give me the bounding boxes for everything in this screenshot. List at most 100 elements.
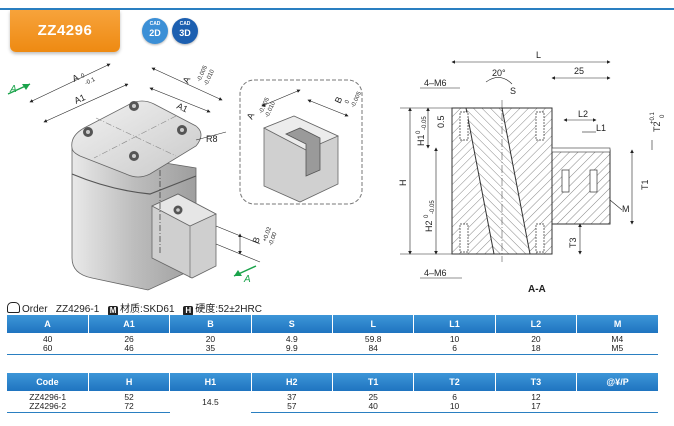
sec-dim-h2-upper: 0 — [424, 214, 430, 218]
sec-dim-h2: H2 — [424, 220, 434, 232]
col-h2: H2 — [250, 373, 333, 391]
cell: 6 — [413, 344, 496, 355]
cell: 12 — [531, 392, 541, 402]
cad-caption-3d: CAD — [179, 21, 191, 27]
sec-dim-h1-lower: -0.05 — [422, 116, 428, 130]
cell: 60 — [7, 344, 89, 355]
section-a-label-bottom: A — [243, 274, 251, 285]
cell: 57 — [251, 402, 333, 413]
sec-m6-bottom: 4–M6 — [424, 268, 447, 278]
cell: 18 — [495, 344, 577, 355]
dimension-table: A A1 B S L L1 L2 M 40 26 20 4.9 59.8 10 … — [7, 315, 658, 355]
col-t2: T2 — [413, 373, 496, 391]
dim-a-top-lower: -0.1 — [84, 77, 97, 87]
sec-dim-s: S — [510, 86, 516, 96]
sec-dim-t1: T1 — [640, 179, 650, 190]
technical-drawing: A 0 -0.1 A1 A1 A -0.005 -0.010 R8 B +0.0… — [7, 50, 666, 295]
cell: 72 — [88, 402, 170, 413]
table-header-row: A A1 B S L L1 L2 M — [7, 315, 658, 333]
cell: M5 — [576, 344, 658, 355]
table-row: 40 26 20 4.9 59.8 10 20 M4 — [7, 333, 658, 344]
cell: M4 — [611, 334, 624, 344]
section-title: A-A — [528, 284, 546, 295]
sec-dim-angle: 20° — [492, 68, 506, 78]
cell: 20 — [205, 334, 216, 344]
detail-dim-a: A — [245, 111, 257, 121]
col-l2: L2 — [494, 315, 577, 333]
hardness-text: 硬度:52±2HRC — [195, 304, 262, 315]
sec-dim-t2-upper: +0.1 — [650, 111, 656, 124]
header-rule — [0, 8, 674, 10]
cell: 84 — [332, 344, 414, 355]
price-cell — [577, 391, 658, 402]
col-b: B — [169, 315, 252, 333]
cad-3d-label: 3D — [179, 28, 191, 38]
col-a: A — [7, 315, 89, 333]
order-label: Order — [22, 304, 48, 315]
table-header-row: Code H H1 H2 T1 T2 T3 @¥/P — [7, 373, 658, 391]
cell: 9.9 — [251, 344, 333, 355]
sec-dim-t3: T3 — [568, 237, 578, 248]
cell: 10 — [449, 334, 460, 344]
dim-b-lower: -0.00 — [268, 231, 279, 247]
dim-a1-right: A1 — [175, 101, 189, 115]
product-code: ZZ4296 — [37, 22, 93, 39]
cell-h1-merged: 14.5 — [202, 397, 219, 408]
dim-r8: R8 — [206, 134, 218, 144]
cad-3d-button[interactable]: CAD 3D — [172, 18, 198, 44]
cad-caption: CAD — [149, 21, 161, 27]
cell: 25 — [368, 392, 378, 402]
cell: 35 — [169, 344, 252, 355]
cell: 40 — [332, 402, 414, 413]
sec-dim-h1-upper: 0 — [416, 130, 422, 134]
col-h1: H1 — [169, 373, 252, 391]
sec-dim-h1: H1 — [416, 134, 426, 146]
dim-b-upper: +0.02 — [262, 226, 273, 243]
sec-dim-l1: L1 — [596, 123, 606, 133]
dim-b: B — [250, 236, 261, 245]
sec-dim-m: M — [622, 204, 630, 214]
sec-dim-l: L — [536, 50, 541, 60]
cell: 4.9 — [285, 334, 298, 344]
code-cell[interactable]: ZZ4296-2 — [7, 402, 89, 413]
sec-dim-05: 0.5 — [436, 115, 446, 128]
section-a-label-top: A — [9, 84, 17, 95]
col-l: L — [331, 315, 414, 333]
section-arrow-icon — [7, 83, 257, 277]
cad-2d-button[interactable]: CAD 2D — [142, 18, 168, 44]
cell: 40 — [42, 334, 53, 344]
section-view: L 25 20° S 4–M6 4–M6 L2 L1 H H1 0 -0.05 … — [398, 50, 666, 295]
dim-a-top: A — [71, 72, 81, 84]
sec-dim-l2: L2 — [578, 109, 588, 119]
sec-dim-h: H — [398, 180, 408, 187]
material-text: 材质:SKD61 — [120, 304, 175, 315]
sec-m6-top: 4–M6 — [424, 78, 447, 88]
cell: 26 — [124, 334, 134, 344]
screw-hole-icon — [83, 101, 187, 161]
order-value: ZZ4296-1 — [55, 304, 100, 315]
col-t1: T1 — [331, 373, 414, 391]
detail-view: A -0.005 -0.010 B 0 -0.005 — [239, 79, 363, 205]
code-cell[interactable]: ZZ4296-1 — [29, 392, 67, 402]
col-t3: T3 — [494, 373, 577, 391]
cell: 46 — [88, 344, 170, 355]
phone-icon — [7, 302, 20, 313]
col-s: S — [250, 315, 333, 333]
col-code: Code — [7, 373, 89, 391]
product-code-tab: ZZ4296 — [10, 10, 120, 52]
col-h: H — [87, 373, 170, 391]
dim-a-right: A — [181, 75, 193, 85]
col-a1: A1 — [87, 315, 170, 333]
cad-2d-label: 2D — [149, 28, 161, 38]
table-row: ZZ4296-1 52 14.5 37 25 6 12 — [7, 391, 658, 407]
sec-dim-25: 25 — [574, 66, 584, 76]
material-icon: M — [108, 306, 119, 316]
col-m: M — [576, 315, 658, 333]
detail-dim-b: B — [333, 95, 345, 105]
iso-view: A 0 -0.1 A1 A1 A -0.005 -0.010 R8 B +0.0… — [7, 63, 279, 291]
sec-dim-t2: T2 — [652, 121, 662, 132]
sec-dim-h2-lower: -0.05 — [430, 200, 436, 214]
cell: 52 — [124, 392, 134, 402]
cell: 10 — [413, 402, 496, 413]
